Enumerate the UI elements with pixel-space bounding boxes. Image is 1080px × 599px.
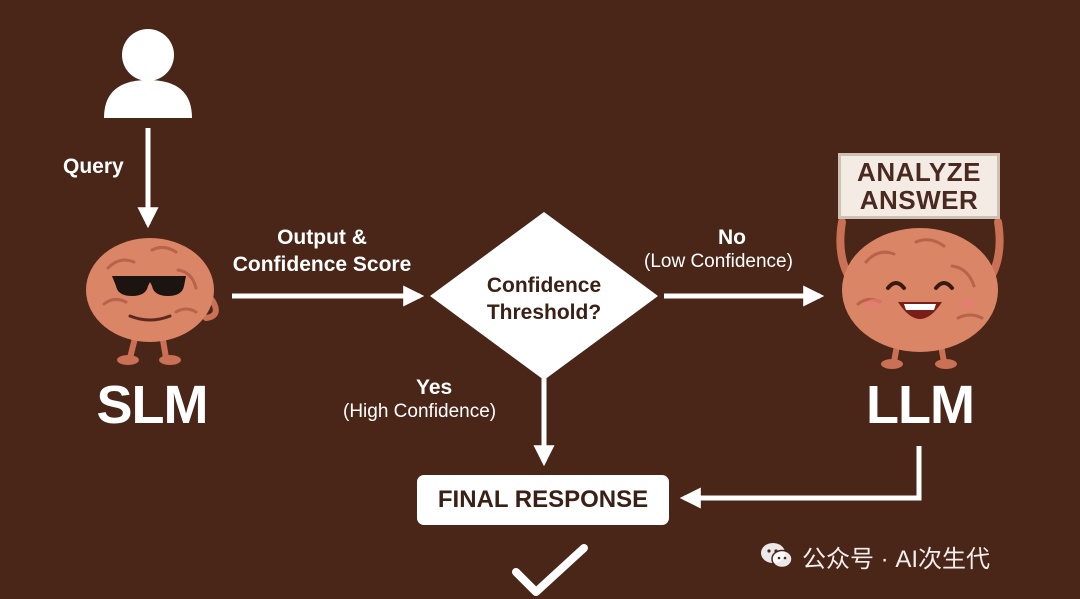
sign-line1: ANALYZE bbox=[857, 157, 981, 187]
yes-label: Yes bbox=[416, 376, 453, 399]
output-confidence-line2: Confidence Score bbox=[232, 253, 412, 276]
sign-line2: ANSWER bbox=[859, 185, 979, 215]
watermark: 公众号 · AI次生代 bbox=[760, 538, 990, 574]
watermark-text: 公众号 · AI次生代 bbox=[802, 545, 991, 573]
final-response-label: FINAL RESPONSE bbox=[437, 486, 649, 513]
slm-label: SLM bbox=[96, 375, 209, 435]
wechat-icon bbox=[761, 543, 793, 569]
query-label: Query bbox=[63, 155, 124, 178]
yes-sub-label: (High Confidence) bbox=[343, 401, 497, 422]
decision-label: Confidence Threshold? bbox=[446, 272, 642, 326]
decision-line2: Threshold? bbox=[486, 301, 602, 324]
output-confidence-line1: Output & bbox=[277, 226, 367, 249]
brain-happy-icon bbox=[836, 218, 1004, 369]
no-label: No bbox=[718, 226, 746, 249]
decision-diamond bbox=[430, 212, 658, 380]
checkmark-icon bbox=[512, 544, 588, 596]
analyze-answer-sign: ANALYZE ANSWER bbox=[838, 153, 1000, 219]
no-sub-label: (Low Confidence) bbox=[644, 251, 793, 272]
final-response-box: FINAL RESPONSE bbox=[417, 475, 669, 525]
user-icon bbox=[104, 29, 192, 118]
brain-sunglasses-icon bbox=[86, 238, 219, 365]
arrow-llm-to-final bbox=[679, 446, 922, 509]
llm-label: LLM bbox=[866, 375, 975, 435]
decision-line1: Confidence bbox=[486, 274, 602, 297]
output-confidence-label: Output & Confidence Score bbox=[214, 224, 430, 278]
